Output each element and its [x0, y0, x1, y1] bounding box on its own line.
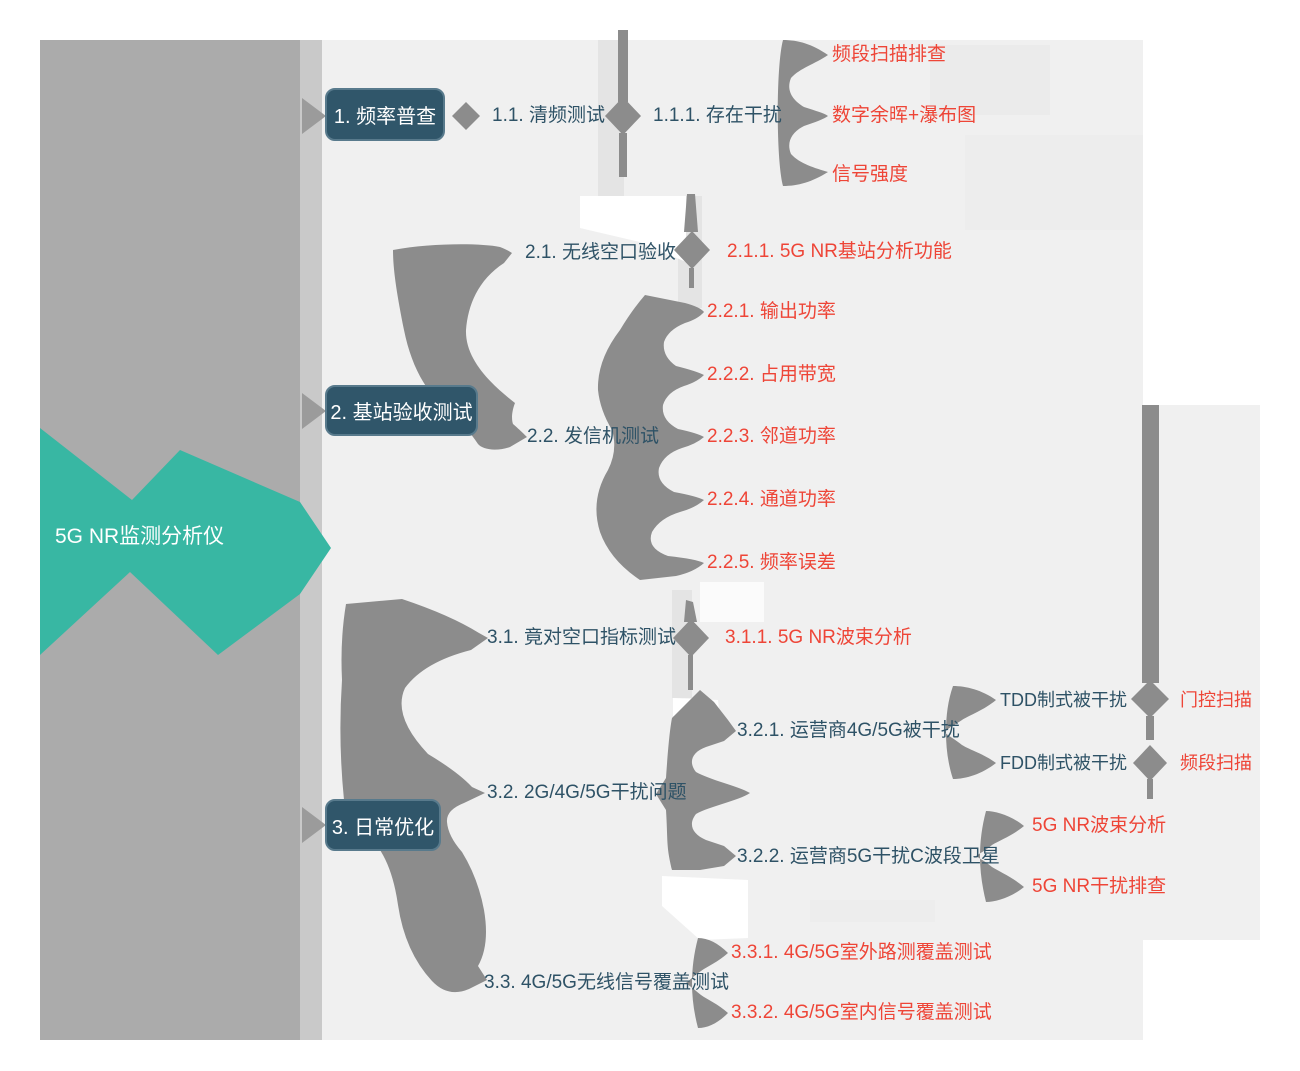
topic-2-1[interactable]: 2.1. 无线空口验收: [525, 242, 676, 263]
brace-connector: [596, 295, 704, 580]
leaf-3-1-1[interactable]: 3.1.1. 5G NR波束分析: [725, 627, 912, 648]
diamond-connector: [605, 97, 641, 135]
root-topic-label[interactable]: 5G NR监测分析仪: [55, 525, 225, 548]
diamond-connector: [1133, 745, 1167, 781]
leaf-digital-persistence-waterfall[interactable]: 数字余晖+瀑布图: [832, 105, 977, 126]
diamond-connector: [674, 231, 710, 269]
panel-patch: [965, 135, 1143, 230]
spike-connector: [618, 30, 628, 102]
brace-connector: [976, 811, 1024, 902]
root-topic-shape[interactable]: [40, 428, 331, 655]
branch-connector: [393, 244, 527, 450]
diamond-connector: [452, 102, 480, 130]
topic-3-1[interactable]: 3.1. 竟对空口指标测试: [487, 627, 676, 648]
topic-fdd-interfered[interactable]: FDD制式被干扰: [1000, 753, 1127, 773]
spike-connector: [1147, 779, 1153, 799]
leaf-signal-strength[interactable]: 信号强度: [832, 164, 909, 185]
leaf-2-2-1[interactable]: 2.2.1. 输出功率: [707, 301, 836, 322]
brace-connector: [686, 938, 728, 1028]
leaf-5gnr-beam-analysis[interactable]: 5G NR波束分析: [1032, 815, 1167, 836]
topic-3-2-1[interactable]: 3.2.1. 运营商4G/5G被干扰: [737, 720, 960, 741]
spike-connector: [689, 268, 694, 288]
spike-connector: [619, 133, 627, 177]
brace-connector: [656, 690, 750, 870]
topic-3-3[interactable]: 3.3. 4G/5G无线信号覆盖测试: [484, 972, 729, 993]
panel-patch: [930, 45, 1050, 115]
brace-connector: [944, 686, 996, 779]
topic-3-2-2[interactable]: 3.2.2. 运营商5G干扰C波段卫星: [737, 846, 1000, 867]
spike-connector: [1142, 405, 1159, 683]
branch-node-base-station-acceptance[interactable]: 2. 基站验收测试: [325, 385, 478, 436]
panel-gap: [662, 876, 748, 940]
right-panel: [1143, 405, 1260, 940]
branch-wedge: [302, 393, 326, 429]
leaf-band-scan[interactable]: 频段扫描: [1180, 753, 1252, 773]
leaf-2-1-1[interactable]: 2.1.1. 5G NR基站分析功能: [727, 241, 952, 262]
leaf-2-2-3[interactable]: 2.2.3. 邻道功率: [707, 426, 836, 447]
brace-connector: [777, 40, 828, 186]
leaf-2-2-5[interactable]: 2.2.5. 频率误差: [707, 552, 836, 573]
topic-3-2[interactable]: 3.2. 2G/4G/5G干扰问题: [487, 782, 687, 803]
topic-1-1-1[interactable]: 1.1.1. 存在干扰: [653, 105, 782, 126]
topic-2-2[interactable]: 2.2. 发信机测试: [527, 426, 659, 447]
panel-patch: [810, 900, 935, 922]
panel-gap: [580, 196, 686, 262]
branch-wedge: [302, 807, 326, 843]
leaf-2-2-2[interactable]: 2.2.2. 占用带宽: [707, 364, 836, 385]
branch-node-frequency-census[interactable]: 1. 频率普查: [325, 88, 445, 141]
spike-connector: [688, 655, 693, 690]
leaf-gated-scan[interactable]: 门控扫描: [1180, 690, 1252, 710]
branch-wedge: [302, 98, 326, 134]
diamond-connector: [1131, 680, 1169, 718]
leaf-2-2-4[interactable]: 2.2.4. 通道功率: [707, 489, 836, 510]
topic-tdd-interfered[interactable]: TDD制式被干扰: [1000, 690, 1127, 710]
branch-node-daily-optimization[interactable]: 3. 日常优化: [325, 799, 441, 851]
leaf-band-scan-check[interactable]: 频段扫描排查: [832, 44, 947, 65]
panel-gap: [700, 582, 764, 622]
leaf-5gnr-interference-check[interactable]: 5G NR干扰排查: [1032, 876, 1167, 897]
topic-1-1[interactable]: 1.1. 清频测试: [492, 105, 605, 126]
diamond-connector: [673, 619, 709, 657]
spike-connector: [684, 194, 698, 232]
spike-connector: [684, 600, 697, 622]
leaf-3-3-2[interactable]: 3.3.2. 4G/5G室内信号覆盖测试: [731, 1002, 992, 1023]
branch-connector: [340, 599, 488, 993]
spike-connector: [1146, 716, 1154, 740]
leaf-3-3-1[interactable]: 3.3.1. 4G/5G室外路测覆盖测试: [731, 942, 992, 963]
